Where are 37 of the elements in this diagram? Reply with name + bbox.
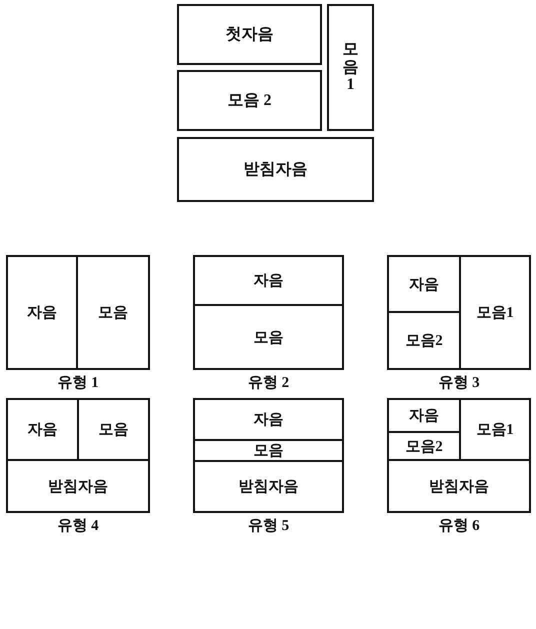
type-caption: 유형 4: [56, 517, 100, 535]
outline-box: [193, 398, 344, 513]
node-label: 받침자음: [48, 478, 108, 496]
outline-box: [387, 398, 531, 513]
node-label: 받침자음: [244, 160, 308, 180]
node-label: 첫자음: [226, 25, 274, 45]
node-label: 자음: [409, 276, 439, 294]
node-label: 모음2: [405, 438, 443, 456]
node-label: 모음: [98, 421, 128, 439]
node-label: 받침자음: [238, 478, 298, 496]
node-label: 모음2: [405, 332, 443, 350]
node-label: 모음: [98, 304, 128, 322]
node-label: 자음: [409, 407, 439, 425]
node-label: 모음: [254, 442, 284, 460]
type-caption: 유형 3: [437, 374, 481, 392]
node-label: 자음: [254, 272, 284, 290]
node-label: 자음: [254, 411, 284, 429]
node-label: 받침자음: [429, 478, 489, 496]
node-label: 자음: [28, 421, 58, 439]
outline-box: [193, 255, 344, 370]
text-box: [327, 4, 374, 131]
node-label: 모음: [254, 328, 284, 346]
text-box: [177, 4, 322, 65]
node-label: 모음 2: [228, 91, 272, 111]
node-label: 모음1: [476, 304, 514, 322]
type-caption: 유형 1: [56, 374, 100, 392]
node-label: 모음1: [476, 421, 514, 439]
outline-box: [387, 255, 531, 370]
text-box: [177, 137, 374, 202]
node-label: 자음: [27, 304, 57, 322]
type-caption: 유형 6: [437, 517, 481, 535]
node-label: 모음 1: [342, 41, 358, 94]
outline-box: [6, 398, 150, 513]
text-box: [177, 70, 322, 131]
type-caption: 유형 5: [246, 517, 290, 535]
type-caption: 유형 2: [246, 374, 290, 392]
outline-box: [6, 255, 150, 370]
